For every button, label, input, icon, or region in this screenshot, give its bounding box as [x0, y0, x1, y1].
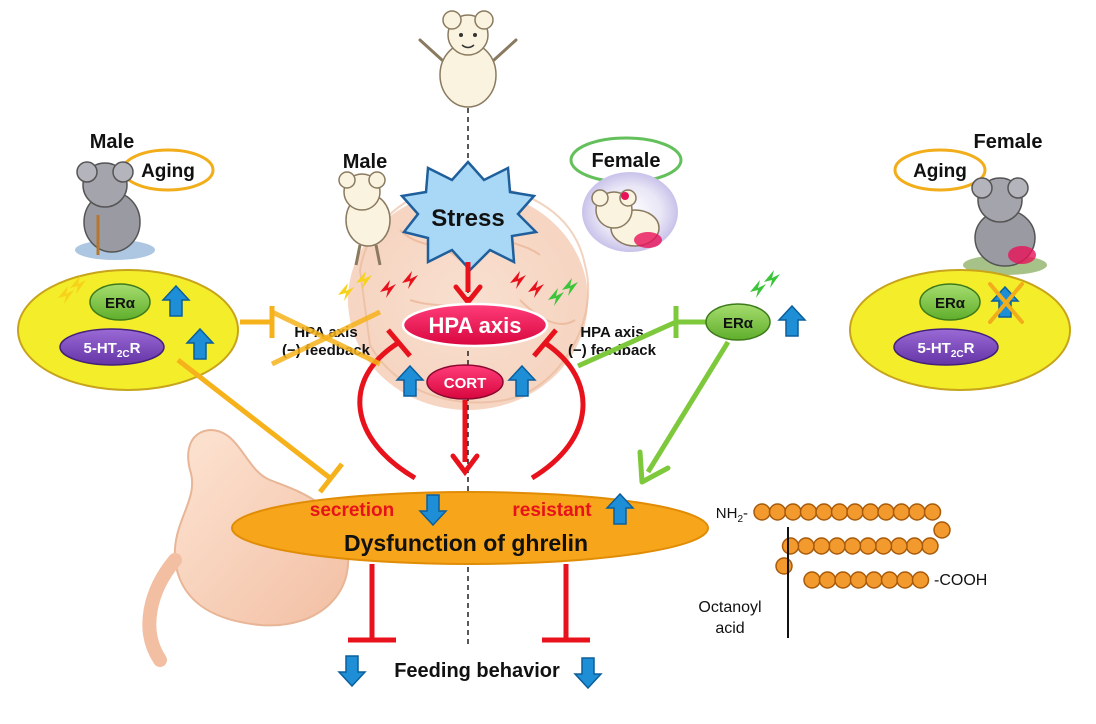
peptide-bead: [859, 537, 877, 555]
label-feeding: Feeding behavior: [394, 660, 560, 682]
label-cort: CORT: [444, 375, 487, 392]
peptide-bead: [781, 537, 800, 555]
peptide-bead: [803, 571, 821, 589]
aging-right-oval: [893, 148, 987, 192]
peptide-bead: [921, 537, 939, 555]
peptide-bead: [768, 503, 787, 521]
label-stress: Stress: [431, 205, 504, 232]
peptide-bead-chain: [753, 503, 951, 589]
right-feedback-line: [576, 319, 678, 369]
left-feedback-cross-mark: [270, 309, 382, 367]
peptide-bead: [923, 503, 942, 521]
aged-male-mouse-illustration: [75, 161, 155, 260]
peptide-bead: [890, 537, 908, 555]
peptide-bead: [812, 537, 831, 555]
peptide-bead: [911, 571, 930, 589]
stressed-male-mouse-illustration: [338, 171, 391, 266]
era-left-oval: [89, 283, 151, 321]
era-center-right-up-arrow: [778, 305, 806, 337]
label-nh2: NH2-: [716, 505, 748, 525]
ghrelin-oval: [231, 491, 709, 565]
aged-female-mouse-illustration: [963, 177, 1047, 275]
label-cooh: -COOH: [934, 572, 987, 589]
peptide-bead: [784, 503, 802, 521]
label-female-right: Female: [974, 131, 1043, 153]
left-feedback-inhibit-bar: [386, 328, 412, 358]
feeding-down-arrow-left: [338, 655, 366, 687]
era-to-ghrelin-arrow-line: [645, 340, 731, 474]
ht2cr-to-ghrelin-inhibit-line: [176, 358, 332, 480]
label-ht2cr-right: 5-HT2CR: [918, 340, 975, 360]
peptide-bead: [818, 571, 837, 589]
peptide-bead: [874, 537, 893, 555]
hpa-axis-oval: [401, 302, 549, 348]
peptide-bead: [753, 503, 771, 521]
peptide-bead: [896, 571, 914, 589]
peptide-bead: [905, 537, 924, 555]
feeding-down-arrow-right: [574, 657, 602, 689]
peptide-bead: [846, 503, 864, 521]
peptide-bead: [843, 537, 862, 555]
peptide-bead: [865, 571, 883, 589]
peptide-bead: [775, 557, 793, 575]
peptide-bead: [799, 503, 818, 521]
right-feedback-inhibit-bar: [532, 328, 558, 358]
label-hpa-feedback-right-1: HPA axis: [580, 324, 643, 341]
label-female-center: Female: [592, 150, 661, 172]
hpa-to-ghrelin-arrowhead: [450, 453, 480, 477]
label-ghrelin: Dysfunction of ghrelin: [344, 530, 588, 556]
era-bolt-green-2: [764, 270, 780, 288]
peptide-bead: [815, 503, 833, 521]
ht2cr-right-oval: [893, 328, 999, 366]
mouse-top-illustration: [418, 10, 518, 108]
label-hpa-axis: HPA axis: [429, 313, 522, 338]
peptide-bead: [797, 537, 815, 555]
peptide-bead: [828, 537, 846, 555]
label-male-left: Male: [90, 131, 134, 153]
right-feedback-curve: [530, 340, 586, 481]
label-aging-right: Aging: [913, 161, 967, 182]
label-male-center: Male: [343, 151, 387, 173]
label-era-right: ERα: [935, 295, 966, 312]
label-octanoyl: Octanoyl: [698, 599, 761, 616]
label-aging-left: Aging: [141, 161, 195, 182]
stress-to-hpa-arrowhead: [453, 284, 483, 307]
label-era-center-right: ERα: [723, 315, 754, 332]
ht2cr-to-ghrelin-inhibit-bar: [318, 462, 344, 494]
era-to-ghrelin-arrowhead: [637, 449, 671, 485]
era-right-oval: [919, 283, 981, 321]
peptide-bead: [877, 503, 895, 521]
label-ht2cr-left: 5-HT2CR: [84, 340, 141, 360]
peptide-bead: [908, 503, 926, 521]
peptide-bead: [830, 503, 849, 521]
label-acid: acid: [715, 620, 744, 637]
peptide-bead: [892, 503, 911, 521]
stressed-female-mouse-illustration: [591, 189, 662, 248]
label-resistant: resistant: [512, 500, 592, 521]
peptide-bead: [880, 571, 899, 589]
era-bolt-green-1: [750, 280, 766, 298]
peptide-bead: [834, 571, 852, 589]
peptide-bead: [933, 521, 951, 539]
peptide-bead: [861, 503, 880, 521]
era-right-cross-mark: [988, 282, 1024, 324]
ht2cr-left-oval: [59, 328, 165, 366]
label-secretion: secretion: [310, 500, 394, 521]
cort-oval: [426, 364, 504, 400]
label-era-left: ERα: [105, 295, 136, 312]
left-feedback-curve: [357, 340, 417, 481]
peptide-bead: [849, 571, 868, 589]
era-center-right-oval: [705, 303, 771, 341]
